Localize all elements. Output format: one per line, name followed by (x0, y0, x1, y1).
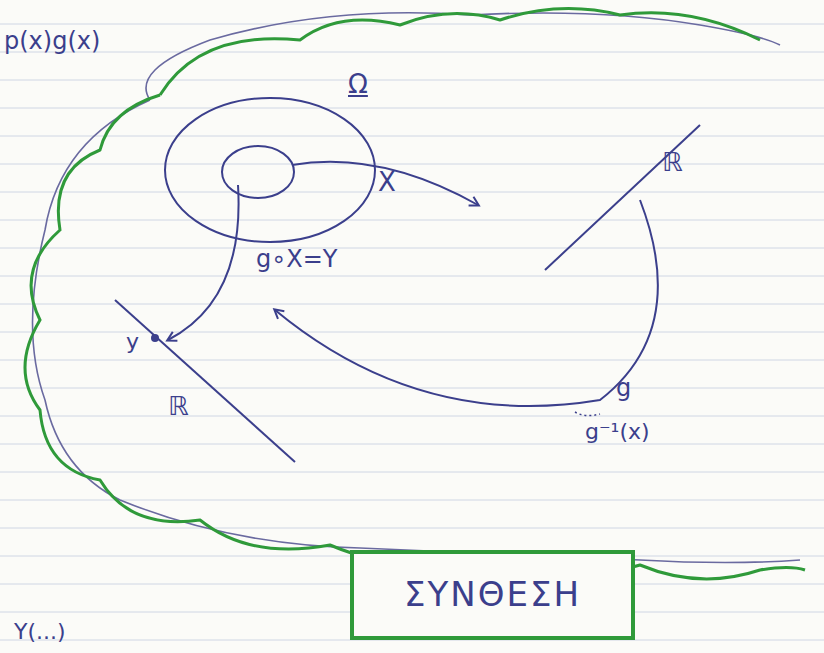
title-box: ΣΥΝΘΕΣΗ (350, 550, 635, 640)
set-label: ℝ (662, 148, 683, 177)
point-label: y (126, 330, 139, 354)
omega-circle: Ω (160, 70, 390, 260)
composition-label: g∘X=Y (256, 246, 337, 272)
set-label: ℝ (168, 392, 189, 421)
partial-note: Y(...) (14, 620, 66, 644)
map-label: g (616, 375, 631, 401)
set-symbol: Ω (348, 70, 368, 99)
inverse-label: g⁻¹(x) (585, 420, 650, 444)
map-label: X (378, 168, 396, 197)
heading-text: ΣΥΝΘΕΣΗ (404, 576, 581, 613)
formula-note: p(x)g(x) (4, 28, 100, 54)
